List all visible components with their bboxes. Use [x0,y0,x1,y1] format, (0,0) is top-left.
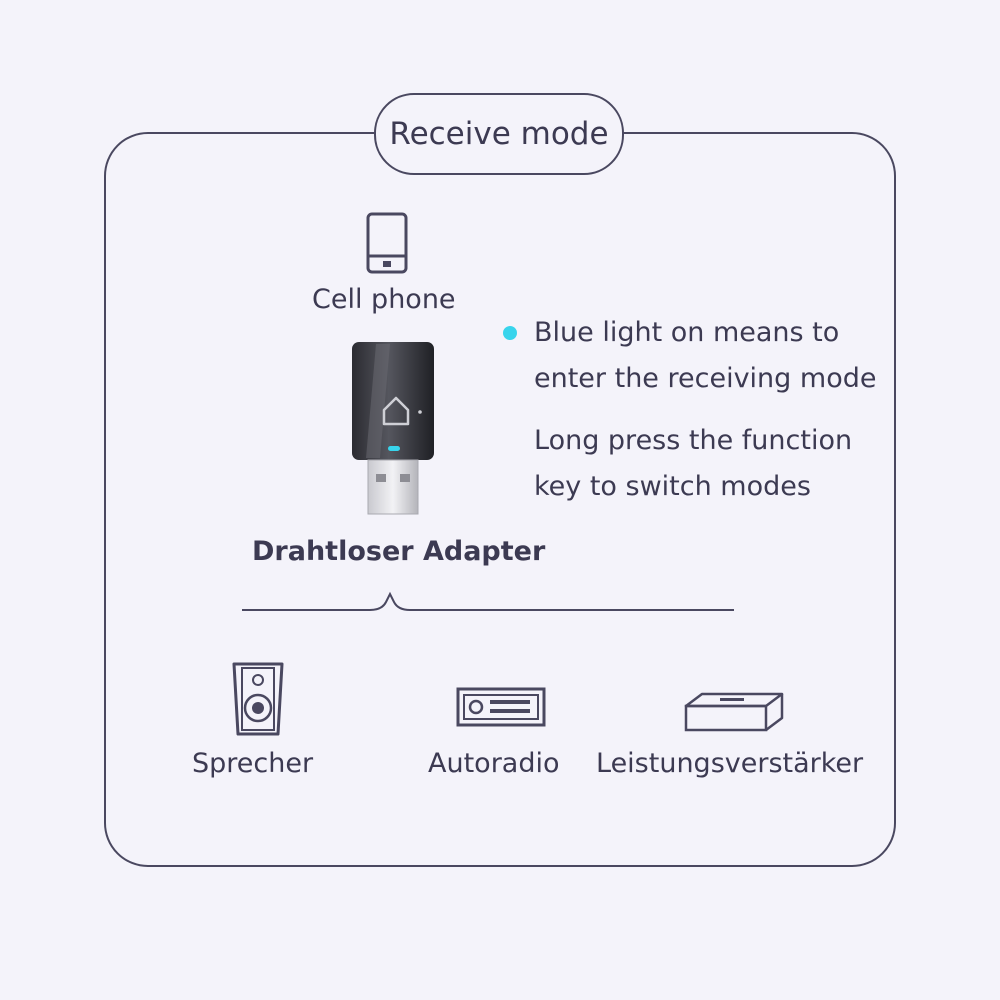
output-label-car-radio: Autoradio [428,748,560,779]
indicator-line-2: enter the receiving mode [534,363,877,394]
brace-divider [240,588,736,614]
instruction-line-1: Long press the function [534,425,853,456]
mode-title: Receive mode [374,93,624,175]
cell-phone-label: Cell phone [312,284,456,315]
cell-phone-icon [366,212,408,274]
output-label-speaker: Sprecher [192,748,314,779]
power-amplifier-icon [682,690,786,734]
speaker-icon [228,660,288,738]
indicator-line-1: Blue light on means to [534,317,840,348]
usb-adapter-icon [350,340,436,516]
adapter-label: Drahtloser Adapter [252,536,546,567]
car-radio-icon [456,687,546,729]
instruction-line-2: key to switch modes [534,471,811,502]
output-label-amplifier: Leistungsverstärker [596,748,864,779]
blue-light-indicator-icon [503,326,517,340]
